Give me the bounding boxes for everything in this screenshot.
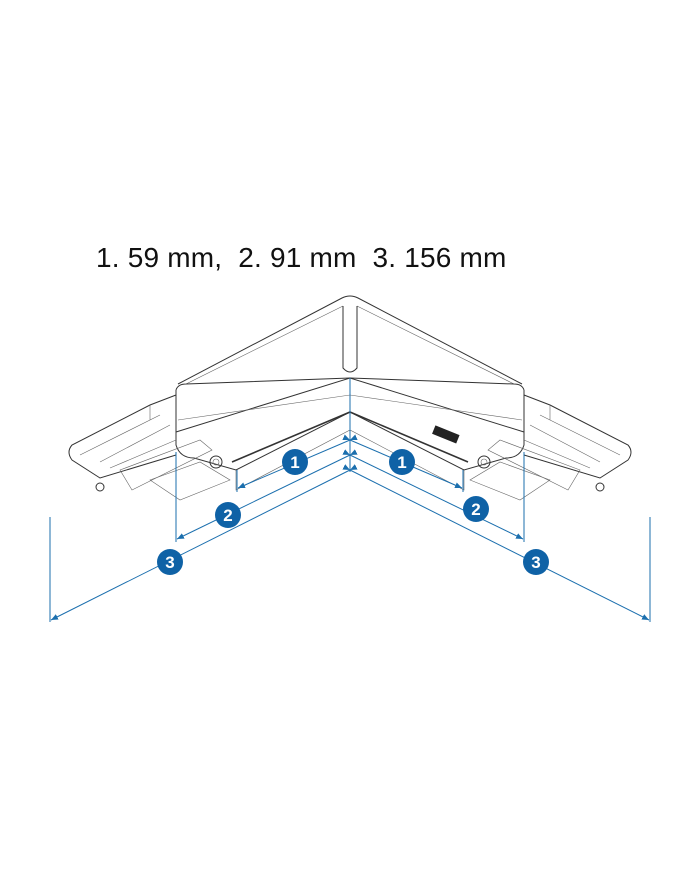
badge-3-right: 3 [523,549,549,575]
svg-text:1: 1 [397,453,406,472]
svg-text:1: 1 [290,453,299,472]
dimension-lines [49,378,651,622]
svg-text:2: 2 [223,506,232,525]
badge-3-left: 3 [157,549,183,575]
dimension-3 [50,464,650,621]
svg-text:2: 2 [471,500,480,519]
right-track-adapter [469,394,632,501]
badge-2-right: 2 [463,496,489,522]
badge-2-left: 2 [215,502,241,528]
badge-1-right: 1 [389,449,415,475]
brand-logo [432,425,460,444]
svg-text:3: 3 [165,553,174,572]
dimensions-caption: 1. 59 mm, 2. 91 mm 3. 156 mm [96,242,507,273]
left-track-adapter [68,394,231,501]
badge-1-left: 1 [282,449,308,475]
svg-text:3: 3 [531,553,540,572]
